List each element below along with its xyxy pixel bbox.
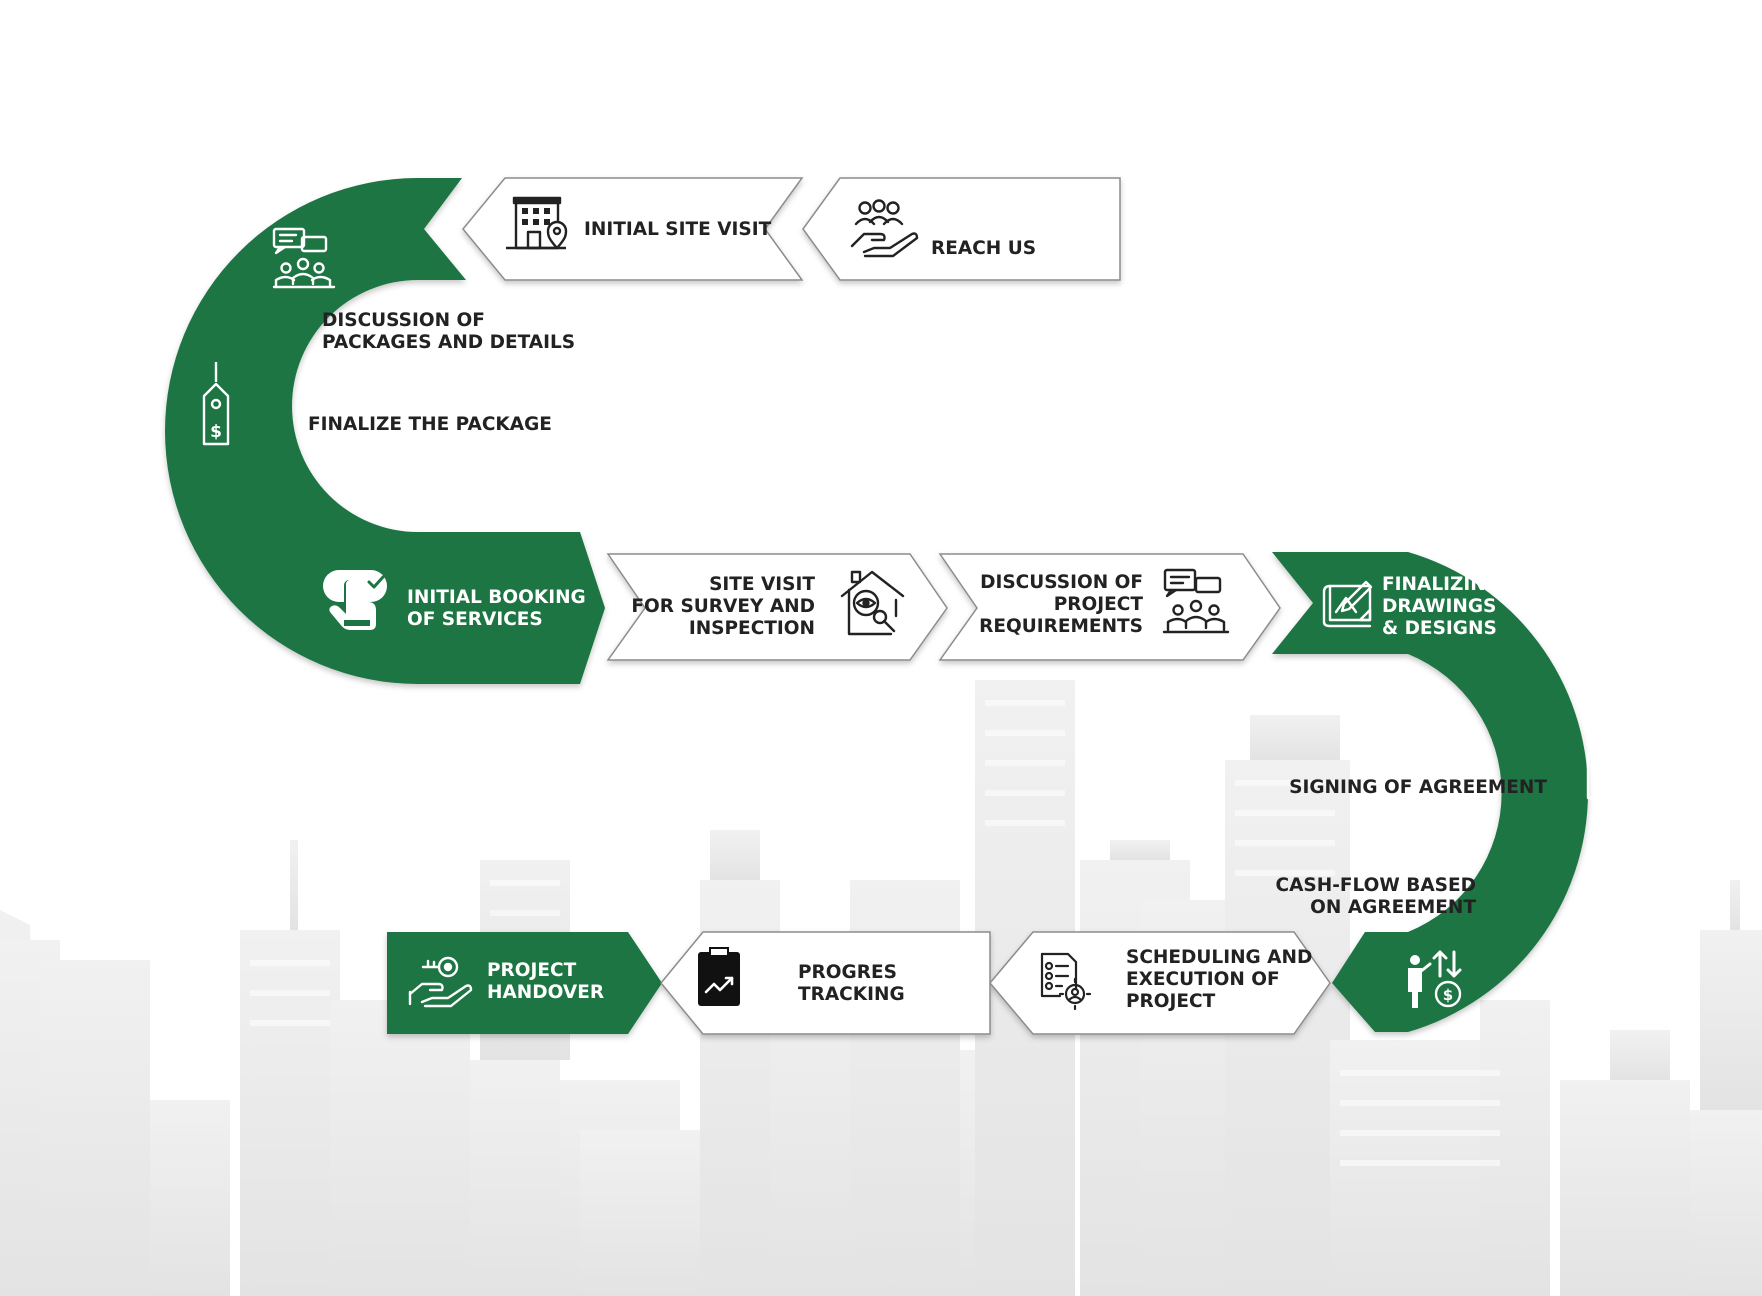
step-label-initial-booking: INITIAL BOOKING OF SERVICES: [407, 587, 586, 630]
signed-agreement-icon: [1586, 746, 1639, 804]
house-inspection-icon: [840, 570, 905, 636]
step-label-reach-us: REACH US: [931, 237, 1037, 259]
svg-text:$: $: [210, 422, 222, 442]
left-turn-band: [165, 178, 605, 684]
project-handover-card: [387, 932, 662, 1034]
step-label-project-requirements: DISCUSSION OF PROJECT REQUIREMENTS: [979, 572, 1143, 637]
blueprint-drawing-icon: [1322, 580, 1373, 628]
step-label-cash-flow: CASH-FLOW BASED ON AGREEMENT: [1275, 875, 1476, 918]
team-discussion-icon: [1162, 568, 1230, 634]
step-label-discussion-packages: DISCUSSION OF PACKAGES AND DETAILS: [322, 310, 576, 353]
step-label-site-visit-survey: SITE VISIT FOR SURVEY AND INSPECTION: [631, 574, 815, 639]
step-label-finalize-package: FINALIZE THE PACKAGE: [308, 414, 552, 435]
step-label-progress-tracking: PROGRES TRACKING: [798, 962, 905, 1005]
cash-flow-icon: $: [1408, 950, 1462, 1008]
step-label-initial-site-visit: INITIAL SITE VISIT: [584, 219, 772, 240]
team-discussion-icon: [272, 227, 336, 289]
progress-tracking-card: [660, 931, 991, 1035]
step-label-scheduling-execution: SCHEDULING AND EXECUTION OF PROJECT: [1126, 947, 1313, 1012]
right-turn-band: [1272, 552, 1588, 1032]
step-label-project-handover: PROJECT HANDOVER: [487, 960, 605, 1003]
reach-us-card: [802, 177, 1121, 281]
progress-chart-icon: [698, 947, 740, 1006]
svg-text:$: $: [1443, 986, 1453, 1004]
schedule-checklist-icon: [1040, 952, 1092, 1011]
building-location-icon: [506, 196, 568, 250]
step-label-finalizing-drawings: FINALIZING DRAWINGS & DESIGNS: [1382, 574, 1501, 639]
step-label-signing-agreement: SIGNING OF AGREEMENT: [1289, 777, 1547, 798]
community-hand-icon: [850, 199, 919, 258]
touch-booking-icon: [323, 570, 387, 630]
price-tag-icon: $: [202, 362, 230, 446]
key-handover-icon: [408, 956, 473, 1008]
